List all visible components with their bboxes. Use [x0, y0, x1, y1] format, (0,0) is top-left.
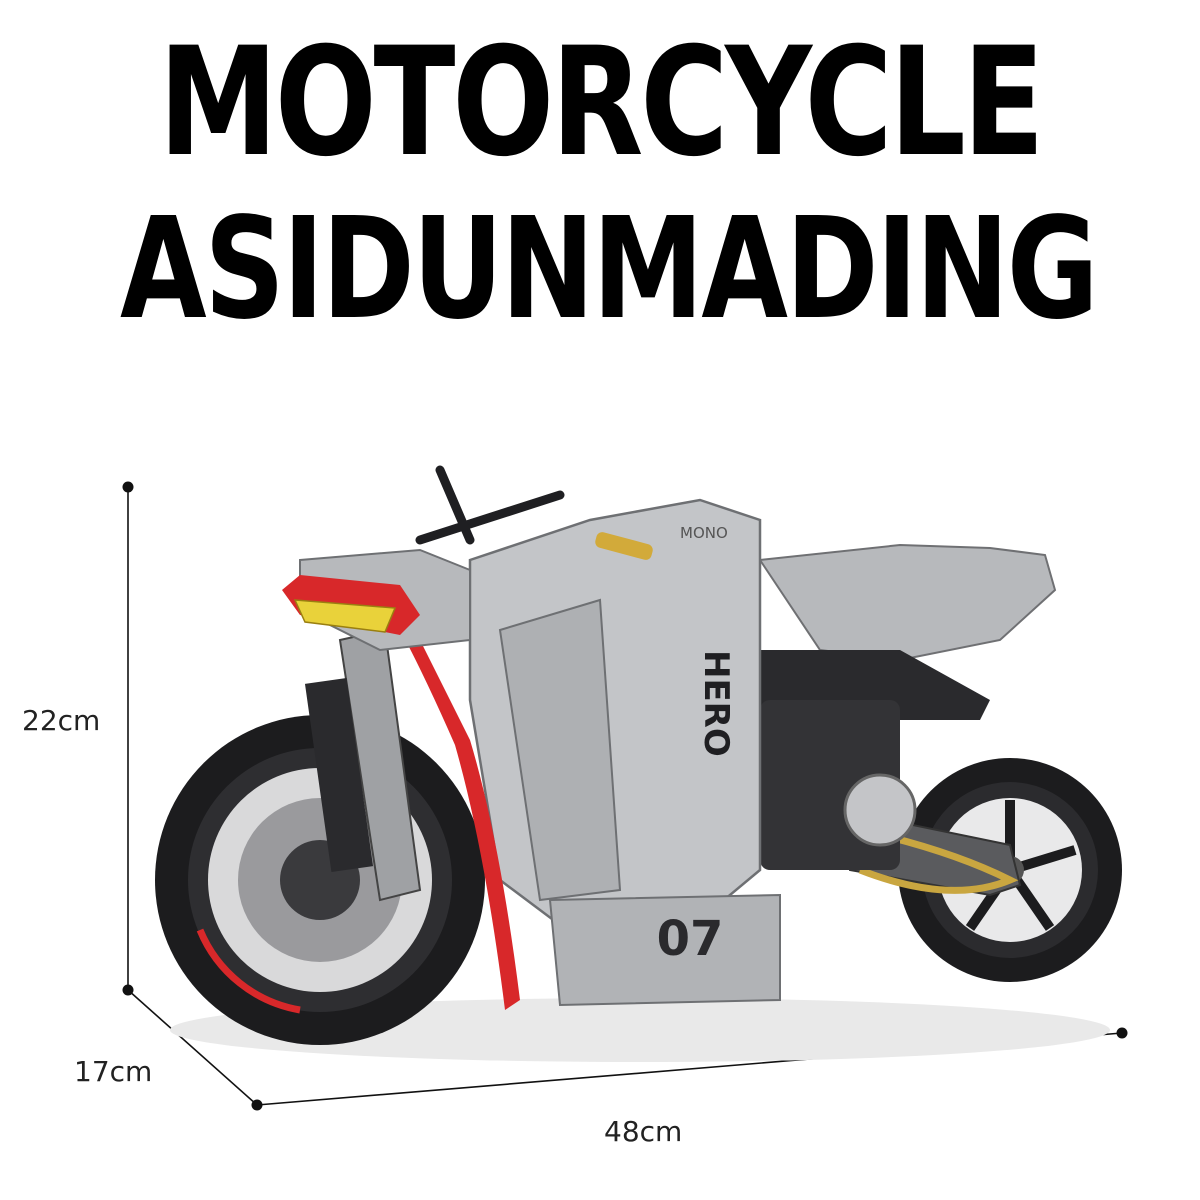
- tank-brand: HERO: [696, 650, 736, 757]
- fork-guard: [304, 678, 374, 872]
- red-frame-tube: [392, 610, 520, 1010]
- height-dimension-label: 22cm: [22, 704, 101, 737]
- title-line-2: ASIDUNMADING: [120, 188, 1099, 351]
- depth-dimension-label: 17cm: [74, 1055, 153, 1088]
- seat-label: MONO: [680, 524, 728, 542]
- length-dimension-label: 48cm: [604, 1115, 683, 1148]
- race-number: 07: [657, 911, 724, 967]
- motorcycle-illustration: 07 HERO MONO: [155, 465, 1122, 1045]
- headlight: [293, 599, 397, 633]
- handlebar: [415, 465, 565, 545]
- yellow-shock: [595, 532, 653, 560]
- title-line-1: MOTORCYCLE: [158, 16, 1045, 190]
- lower-fairing: [548, 893, 781, 1007]
- side-panel: [498, 598, 622, 902]
- tail-section: [758, 543, 1057, 662]
- dimension-points: [122, 481, 1128, 1111]
- chain: [858, 826, 1019, 894]
